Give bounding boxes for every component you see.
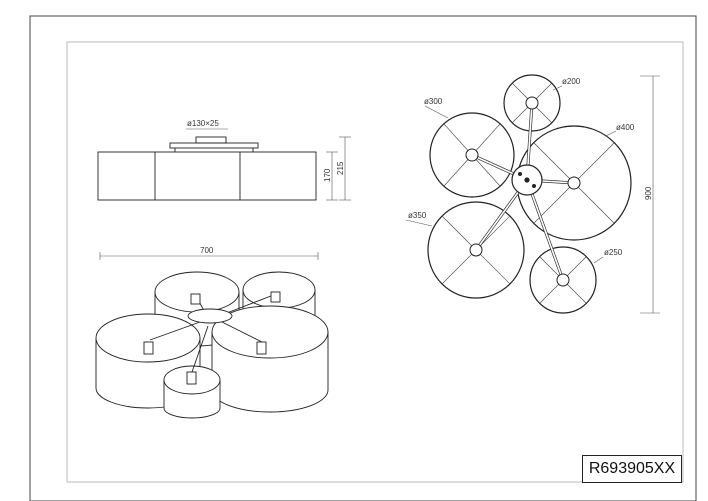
socket	[256, 341, 267, 355]
socket	[186, 371, 197, 385]
side-view	[97, 128, 351, 201]
shade-400-label: ø400	[616, 123, 635, 132]
height-body-label: 170	[323, 168, 332, 182]
perspective-canopy	[187, 308, 233, 324]
shade-back-left-top	[154, 271, 240, 313]
sheet-border	[29, 15, 697, 501]
canopy-top	[195, 136, 227, 144]
shade-200	[503, 74, 561, 132]
overall-height-label: 900	[644, 186, 653, 200]
shade-350-label: ø350	[408, 211, 427, 220]
shade-200-label: ø200	[562, 77, 581, 86]
shade-250-label: ø250	[604, 248, 623, 257]
socket	[270, 291, 281, 303]
socket	[190, 293, 201, 305]
height-total-label: 215	[336, 161, 345, 175]
shade-350	[427, 201, 525, 299]
shade-300-label: ø300	[424, 97, 443, 106]
product-code: R693905XX	[588, 460, 676, 477]
canopy	[169, 142, 259, 149]
shade-left-top	[95, 313, 201, 363]
perspective-view	[95, 252, 329, 419]
width-dimension-label: 700	[200, 246, 214, 255]
top-view	[405, 74, 660, 314]
canopy-dimension-label: ø130×25	[187, 119, 219, 128]
shade-250	[529, 246, 597, 314]
side-shades	[97, 151, 317, 201]
shade-right-top	[211, 305, 329, 359]
product-code-box: R693905XX	[582, 455, 682, 483]
socket	[143, 341, 154, 355]
shade-300	[429, 112, 515, 198]
inner-frame	[66, 41, 684, 483]
